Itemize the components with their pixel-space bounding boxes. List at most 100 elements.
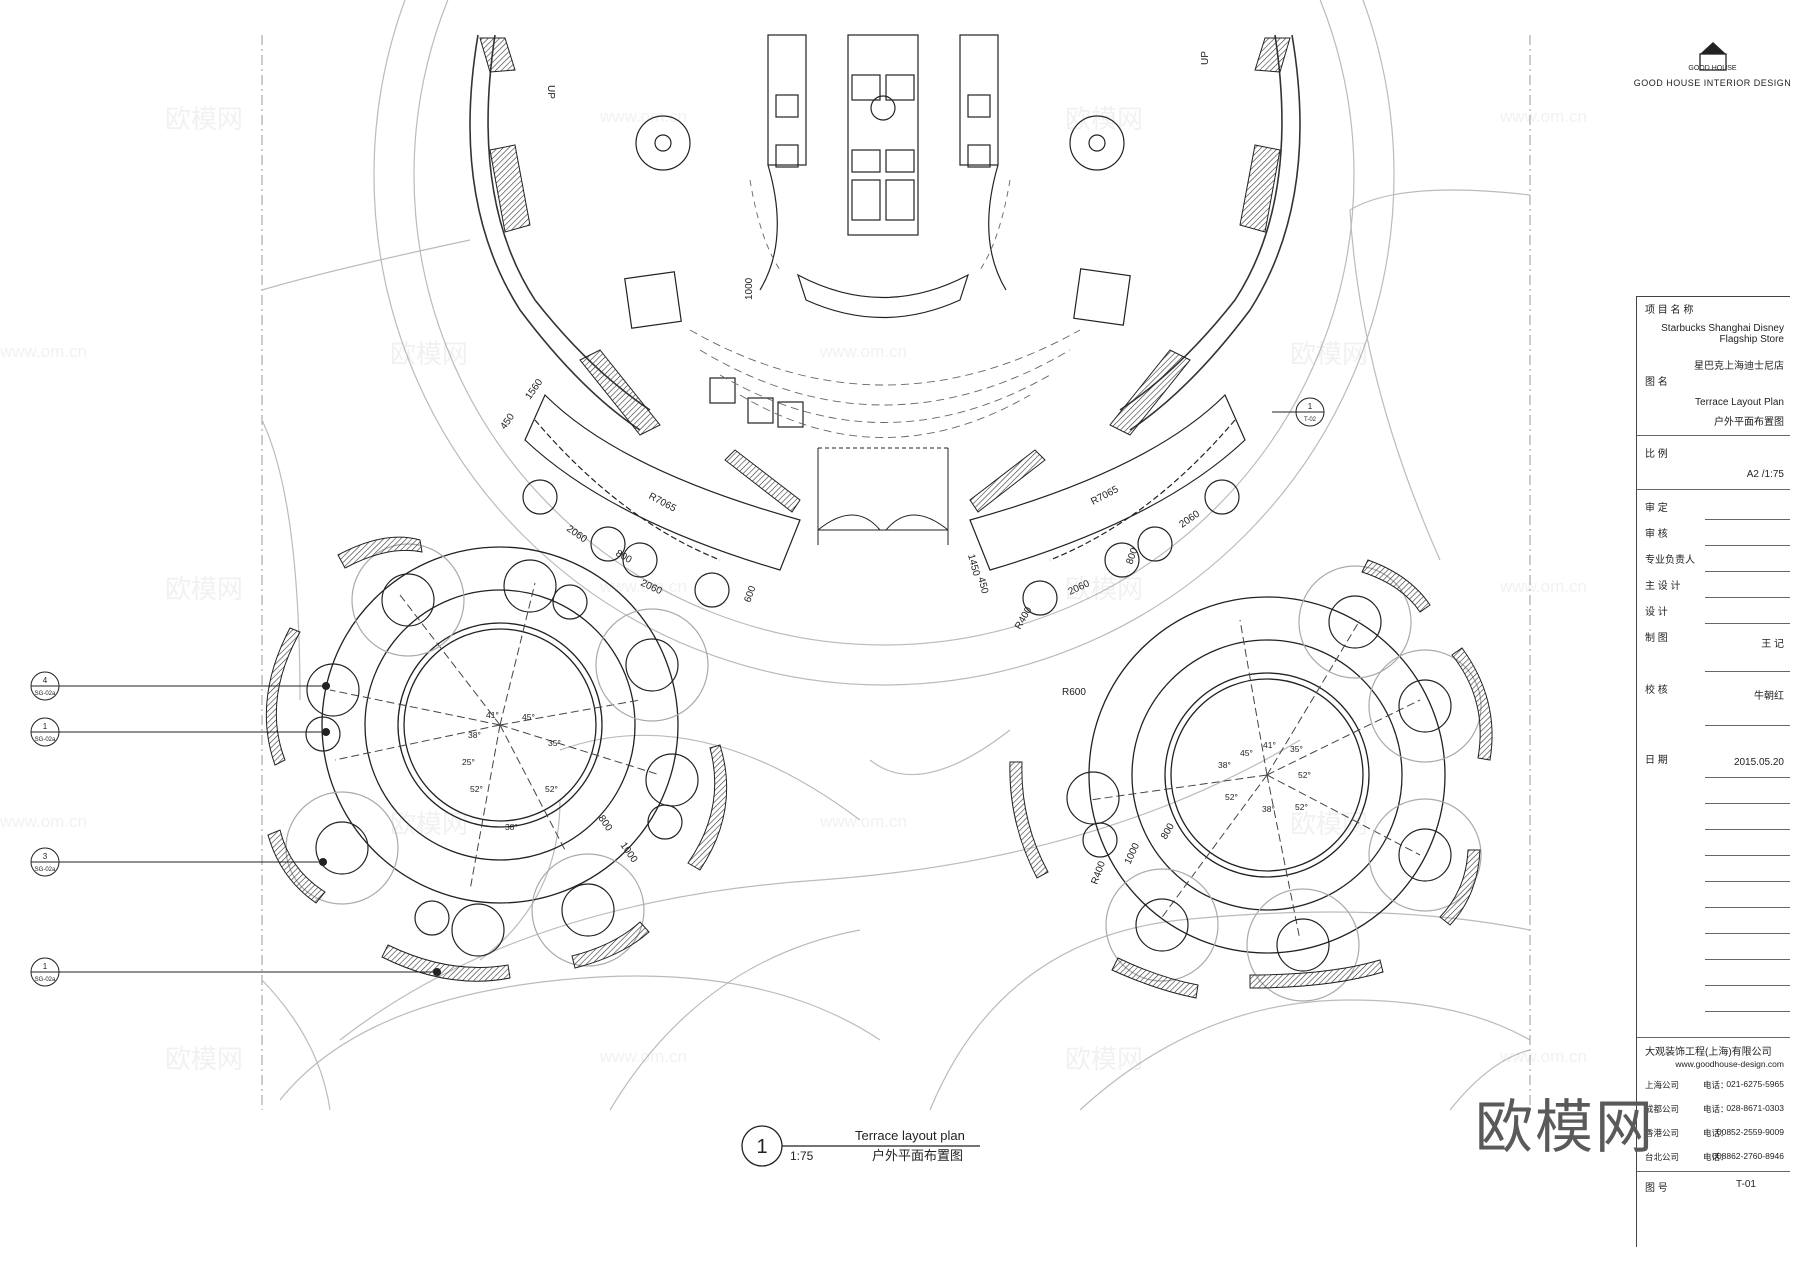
office-1-name: 上海公司 (1645, 1080, 1680, 1090)
approved-label: 审 定 (1645, 503, 1668, 514)
callout-1-number: 4 (43, 676, 48, 685)
drawing-border (261, 35, 1531, 1110)
dim-1450: 1450 (965, 553, 981, 578)
drawing-caption: 1 Terrace layout plan 户外平面布置图 1:75 (741, 1125, 980, 1167)
right-terrace-tables (1066, 565, 1482, 1002)
stair-up-right: UP (1200, 51, 1211, 65)
section-ref: T-02 (1304, 417, 1317, 423)
office-3-phone-label: 电话： (1703, 1128, 1729, 1138)
terrace-counters (524, 393, 1246, 571)
company-name: 大观装饰工程(上海)有限公司 (1645, 1047, 1772, 1058)
dim-ht-1000: 1000 (744, 277, 755, 300)
logo-brand: GOOD HOUSE (1688, 65, 1737, 72)
callout-bubble-1: 4 SG-02a (30, 671, 60, 701)
caption-title-en: Terrace layout plan (855, 1128, 965, 1143)
curved-walls (479, 37, 1291, 513)
watermark-url-6: www.om.cn (1499, 577, 1587, 596)
dim-r600: R600 (1062, 687, 1086, 698)
project-name-en: Starbucks Shanghai Disney Flagship Store (1661, 323, 1784, 345)
drawn-value: 王 记 (1761, 639, 1784, 650)
office-2-phone: 028-8671-0303 (1726, 1103, 1784, 1113)
watermark-url-4: www.om.cn (819, 342, 907, 361)
restroom-core (759, 34, 1007, 318)
watermark-7: 欧模网 (390, 809, 468, 839)
watermark-10: 欧模网 (1065, 1044, 1143, 1074)
callout-2-ref: SG-02a (35, 737, 56, 743)
callout-3-ref: SG-02a (35, 867, 56, 873)
title-block: 项 目 名 称 Starbucks Shanghai Disney Flagsh… (1636, 296, 1790, 1247)
caption-title-cn: 户外平面布置图 (872, 1148, 963, 1163)
left-terrace-tables (285, 543, 709, 967)
left-round-terrace (321, 546, 679, 904)
dim-800-left: 800 (614, 548, 634, 566)
dim-r400-right: R400 (1089, 859, 1108, 886)
callout-4-number: 1 (43, 962, 48, 971)
watermark-6: 欧模网 (1065, 574, 1143, 604)
office-1-phone: 021-6275-5965 (1726, 1079, 1784, 1089)
logo-text: GOOD HOUSE INTERIOR DESIGN (1633, 78, 1792, 88)
office-2-name: 成都公司 (1645, 1104, 1680, 1114)
angle-right-41: 41° (1263, 740, 1276, 750)
dim-r7065-left: R7065 (647, 491, 679, 515)
angle-left-25: 25° (462, 757, 475, 767)
section-marker: 1 T-02 (1272, 397, 1325, 427)
big-watermark: 欧模网 (1475, 1093, 1656, 1161)
dim-600-left: 600 (742, 584, 758, 604)
watermark-url-8: www.om.cn (819, 812, 907, 831)
watermark-5: 欧模网 (165, 574, 243, 604)
callout-2-number: 1 (43, 722, 48, 731)
angle-right-52b: 52° (1225, 792, 1238, 802)
dim-2060-left-a: 2060 (564, 523, 589, 545)
callouts (58, 681, 442, 977)
drawing-name-en: Terrace Layout Plan (1695, 397, 1784, 408)
dim-1000-right: 1000 (1123, 841, 1143, 866)
angle-right-35: 35° (1290, 744, 1303, 754)
office-3-phone: 00852-2559-9009 (1716, 1127, 1784, 1137)
office-4-phone: 008862-2760-8946 (1712, 1151, 1784, 1161)
house-logo-icon (1698, 42, 1727, 71)
entrance-doors (817, 447, 949, 545)
project-name-cn: 星巴克上海迪士尼店 (1694, 361, 1784, 372)
angle-left-38a: 38° (468, 730, 481, 740)
interior-seating (689, 179, 1081, 438)
watermark-4: 欧模网 (1290, 339, 1368, 369)
dim-450: 450 (498, 411, 517, 431)
dim-2060-right-a: 2060 (1177, 508, 1202, 530)
dim-1000-left: 1000 (618, 840, 640, 865)
landscape-paths (261, 0, 1531, 1111)
callout-bubble-2: 1 SG-02a (30, 717, 60, 747)
office-4-name: 台北公司 (1645, 1152, 1680, 1162)
dim-800-right-b: 800 (1159, 821, 1177, 841)
sheet-no-label: 图 号 (1645, 1183, 1668, 1194)
watermark-9: 欧模网 (165, 1044, 243, 1074)
watermark-url-9: www.om.cn (599, 1047, 687, 1066)
angle-left-52a: 52° (470, 784, 483, 794)
angle-left-52b: 52° (545, 784, 558, 794)
caption-scale: 1:75 (790, 1149, 814, 1163)
watermark-3: 欧模网 (390, 339, 468, 369)
review-label: 审 核 (1645, 529, 1668, 540)
angle-left-35: 35° (548, 738, 561, 748)
caption-number: 1 (756, 1136, 767, 1158)
callout-3-number: 3 (43, 852, 48, 861)
watermark-url-5: www.om.cn (599, 577, 687, 596)
right-curved-benches (1009, 559, 1493, 999)
dim-r400-right-top: R400 (1013, 605, 1035, 632)
scale-value: A2 /1:75 (1746, 469, 1784, 480)
office-2-phone-label: 电话： (1703, 1104, 1729, 1114)
dim-450-right: 450 (975, 576, 990, 595)
section-number: 1 (1308, 402, 1313, 411)
angle-left-45: 45° (522, 712, 535, 722)
watermark-2: 欧模网 (1065, 104, 1143, 134)
angle-right-38a: 38° (1218, 760, 1231, 770)
drawing-name-label: 图 名 (1645, 377, 1668, 388)
office-4-phone-label: 电话： (1703, 1152, 1729, 1162)
scale-label: 比 例 (1645, 449, 1668, 460)
office-3-name: 香港公司 (1645, 1128, 1680, 1138)
interior-tables (624, 115, 1131, 428)
checked-value: 牛朝红 (1754, 691, 1784, 702)
drawn-label: 制 图 (1645, 633, 1668, 644)
checked-label: 校 核 (1645, 685, 1668, 696)
angle-right-47: 45° (1240, 748, 1253, 758)
callout-bubble-4: 1 SG-02a (30, 957, 60, 987)
